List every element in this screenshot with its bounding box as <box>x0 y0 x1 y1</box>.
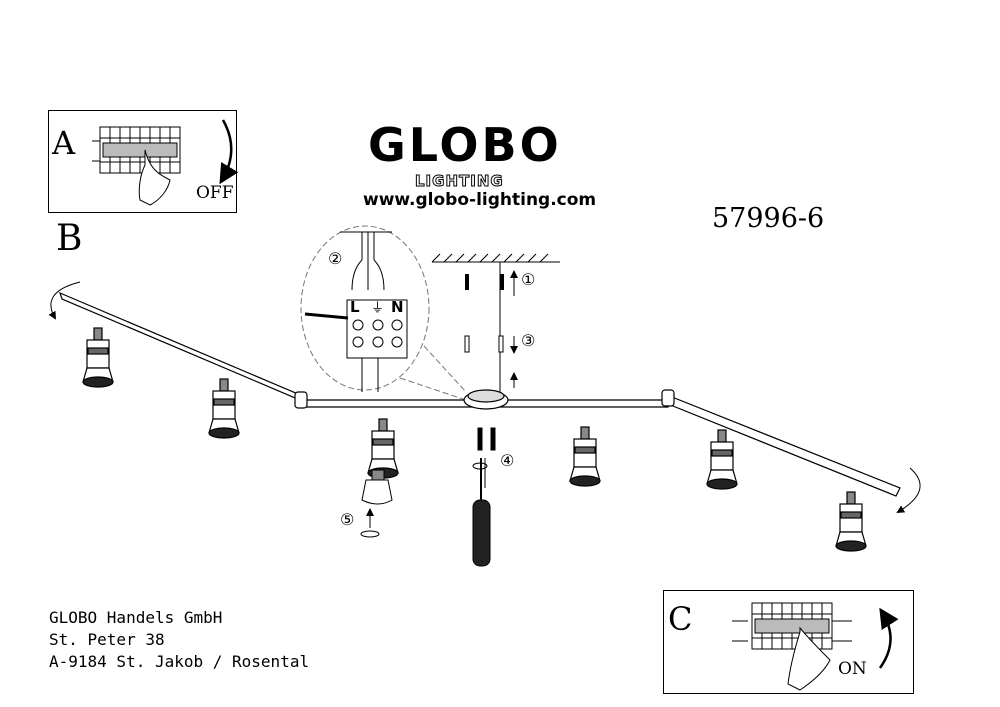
callout-4: ④ <box>500 451 514 470</box>
wiring-detail-circle: ② L ⏚ N <box>300 225 467 401</box>
company-address: GLOBO Handels GmbH St. Peter 38 A-9184 St.… <box>49 607 309 673</box>
callout-5: ⑤ <box>340 510 354 529</box>
step-c-label: C <box>668 600 693 638</box>
lamp-bars <box>59 291 901 497</box>
breaker-box-c <box>732 602 899 691</box>
address-line-2: St. Peter 38 <box>49 630 165 649</box>
address-line-1: GLOBO Handels GmbH <box>49 608 223 627</box>
brand-logo: GLOBO <box>368 118 562 172</box>
detail-step-number: ② <box>328 249 342 268</box>
ceiling-mount: ① ③ <box>431 253 560 392</box>
brand-url: www.globo-lighting.com <box>363 190 597 210</box>
breaker-box-a <box>92 119 239 206</box>
step-b-label: B <box>56 218 83 259</box>
terminal-n: N <box>391 298 404 316</box>
rotate-arrow-right <box>896 467 921 514</box>
brand-subtitle: LIGHTING <box>415 172 504 191</box>
callout-1: ① <box>521 270 535 289</box>
terminal-l: L <box>350 298 360 316</box>
step-a-label: A <box>52 124 76 162</box>
terminal-earth: ⏚ <box>371 301 384 316</box>
callout-3: ③ <box>521 331 535 350</box>
rotate-arrow-left <box>48 281 81 320</box>
address-line-3: A-9184 St. Jakob / Rosental <box>49 652 310 671</box>
gu10-bulb: ⑤ <box>340 469 393 538</box>
step-a-state: OFF <box>196 183 234 203</box>
screwdriver-step: ④ <box>472 427 514 567</box>
step-c-state: ON <box>838 659 867 679</box>
model-number: 57996-6 <box>712 203 825 234</box>
